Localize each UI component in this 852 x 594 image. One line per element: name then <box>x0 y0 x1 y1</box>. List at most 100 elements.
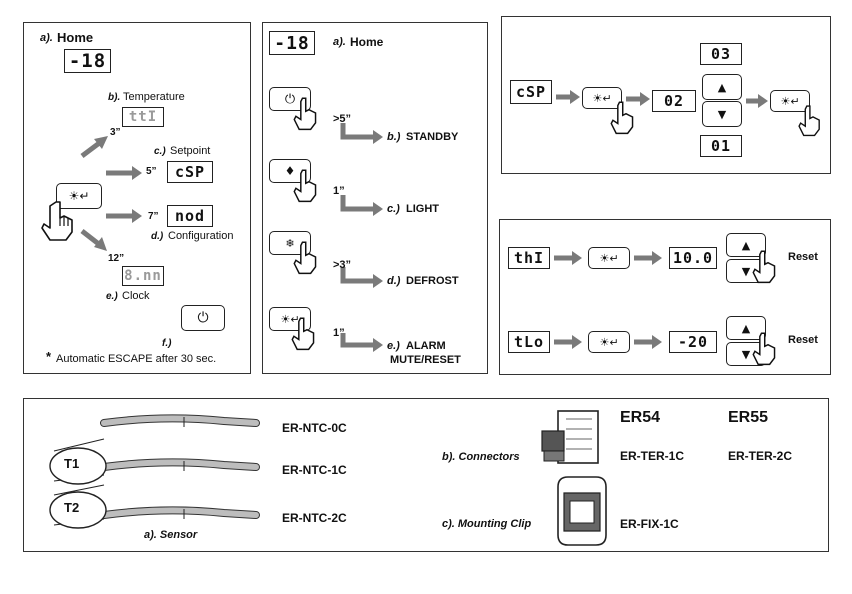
tlo-display: tLo <box>508 331 550 353</box>
setpoint-label: Setpoint <box>170 145 211 157</box>
step-arrows <box>340 123 383 352</box>
connector-image <box>541 410 599 464</box>
defrost-label: DEFROST <box>406 275 459 287</box>
triangle-down-icon: ▼ <box>717 107 727 121</box>
up-key[interactable]: ▲ <box>702 74 742 100</box>
hand-icon <box>293 169 317 203</box>
light-enter-icon: ☀↵ <box>592 91 612 105</box>
triangle-down-icon: ▼ <box>741 264 751 278</box>
connector-model-2: ER-TER-2C <box>728 449 793 463</box>
setpoint-start-display: cSP <box>510 80 552 104</box>
triangle-up-icon: ▲ <box>741 321 751 335</box>
power-icon: ⏻ <box>197 310 209 326</box>
hand-icon <box>291 317 315 351</box>
sensor-model-0: ER-NTC-0C <box>282 421 347 435</box>
defrost-time: >3” <box>333 259 352 271</box>
alarm-key[interactable]: ☀↵ <box>269 307 311 331</box>
light-enter-icon: ☀↵ <box>280 312 300 326</box>
configuration-prefix: d.) <box>151 231 164 242</box>
light-enter-icon: ☀↵ <box>68 189 90 203</box>
home-prefix-2: a). <box>333 36 346 48</box>
light-prefix: c.) <box>387 203 400 215</box>
panel-setpoint-edit: cSP ☀↵ 03 02 ▲ ▼ 01 ☀↵ <box>501 16 831 174</box>
clock-time: 12” <box>108 253 125 264</box>
power-icon: ⏻ <box>284 91 296 107</box>
configuration-label: Configuration <box>168 230 234 242</box>
clock-display: 8.nn <box>122 266 164 286</box>
home-display-2: -18 <box>269 31 315 55</box>
thi-display: thI <box>508 247 550 269</box>
mounting-clip-image <box>557 476 607 546</box>
note-text: Automatic ESCAPE after 30 sec. <box>56 353 217 365</box>
model-er55: ER55 <box>728 409 769 426</box>
standby-prefix: b.) <box>387 131 401 143</box>
set-key[interactable]: ☀↵ <box>582 87 622 109</box>
set-key-row2[interactable]: ☀↵ <box>588 331 630 353</box>
arrow-3s <box>80 136 142 251</box>
down-key[interactable]: ▼ <box>702 101 742 127</box>
hand-icon <box>41 201 73 241</box>
panel-short-press: -18 a). Home ⏻ >5” b.) STANDBY ♦ 1” c.) … <box>262 22 488 374</box>
temperature-label: Temperature <box>123 91 185 103</box>
panel-minmax-reset: thI ☀↵ 10.0 ▲ ▼ Reset tLo ☀↵ -20 ▲ ▼ Res… <box>499 219 831 375</box>
f-label: f.) <box>162 338 172 349</box>
setpoint-display: cSP <box>167 161 213 183</box>
setpoint-up-display: 03 <box>700 43 742 65</box>
sensor-cables <box>49 414 260 529</box>
hand-icon <box>752 332 776 366</box>
reset-label-2: Reset <box>788 334 818 346</box>
hand-icon <box>293 241 317 275</box>
hand-icon <box>293 97 317 131</box>
confirm-key[interactable]: ☀↵ <box>770 90 810 112</box>
light-enter-icon: ☀↵ <box>599 251 619 265</box>
light-time: 1” <box>333 185 345 197</box>
set-key-row1[interactable]: ☀↵ <box>588 247 630 269</box>
hand-icon <box>752 250 776 284</box>
set-key[interactable]: ☀↵ <box>56 183 102 209</box>
clock-label: Clock <box>122 290 150 302</box>
connector-model-1: ER-TER-1C <box>620 449 685 463</box>
flow-arrows <box>556 90 768 108</box>
tlo-value-display: -20 <box>669 331 717 353</box>
temperature-prefix: b). <box>108 92 121 103</box>
setpoint-time: 5” <box>146 166 157 177</box>
sensor-model-2: ER-NTC-2C <box>282 511 347 525</box>
home-display: -18 <box>64 49 111 73</box>
note-star: * <box>46 349 52 364</box>
connectors-caption: b). Connectors <box>442 451 520 463</box>
configuration-display: nod <box>167 205 213 227</box>
standby-label: STANDBY <box>406 131 459 143</box>
sensor-model-1: ER-NTC-1C <box>282 463 347 477</box>
temperature-display: ttI <box>122 107 164 127</box>
light-enter-icon: ☀↵ <box>780 94 800 108</box>
defrost-icon: ❄ <box>285 236 295 250</box>
flow-arrows <box>554 251 662 349</box>
thi-value-display: 10.0 <box>669 247 717 269</box>
standby-time: >5” <box>333 113 352 125</box>
clock-prefix: e.) <box>106 291 118 302</box>
setpoint-down-display: 01 <box>700 135 742 157</box>
hand-icon <box>798 105 820 137</box>
reset-label-1: Reset <box>788 251 818 263</box>
triangle-down-icon: ▼ <box>741 347 751 361</box>
temperature-time: 3” <box>110 127 121 138</box>
panel-long-press-menu: a). Home -18 b). Temperature ttI 3” c.) … <box>23 22 251 374</box>
home-label: Home <box>57 30 94 45</box>
tag-t2: T2 <box>64 500 80 515</box>
panel-accessories: T1 T2 ER-NTC-0C ER-NTC-1C ER-NTC-2C a). … <box>23 398 829 552</box>
up-key-row1[interactable]: ▲ <box>726 233 766 257</box>
model-er54: ER54 <box>620 409 661 426</box>
alarm-time: 1” <box>333 327 345 339</box>
alarm-prefix: e.) <box>387 340 400 352</box>
defrost-prefix: d.) <box>387 275 401 287</box>
power-key[interactable]: ⏻ <box>181 305 225 331</box>
alarm-label-2: MUTE/RESET <box>390 354 461 366</box>
setpoint-value-display: 02 <box>652 90 696 112</box>
home-label-2: Home <box>350 35 384 49</box>
configuration-time: 7” <box>148 211 159 222</box>
clip-model: ER-FIX-1C <box>620 517 679 531</box>
triangle-up-icon: ▲ <box>741 238 751 252</box>
clip-caption: c). Mounting Clip <box>442 518 532 530</box>
alarm-label: ALARM <box>406 340 446 352</box>
sensor-caption: a). Sensor <box>144 529 198 541</box>
